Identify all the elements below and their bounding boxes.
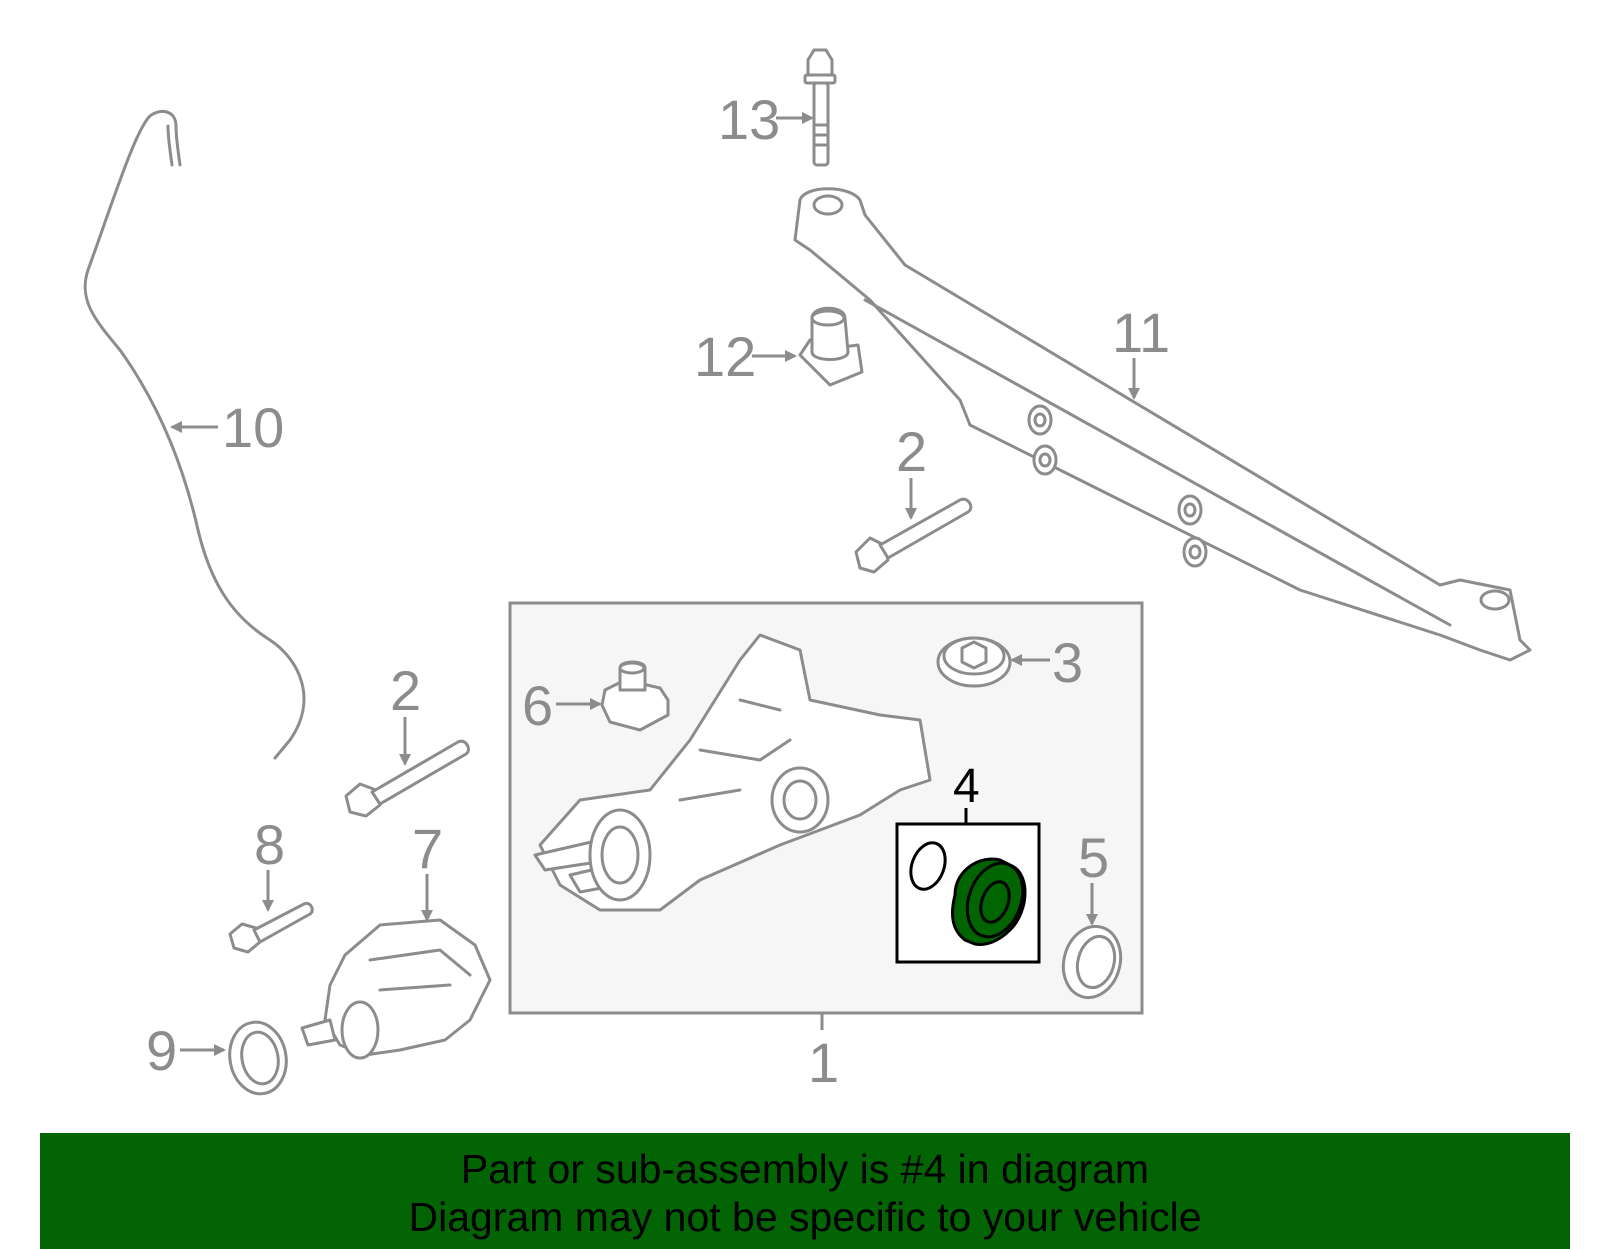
callout-1: 1 bbox=[808, 1031, 839, 1094]
part-3-plug[interactable] bbox=[936, 636, 1012, 688]
banner-line-1: Part or sub-assembly is #4 in diagram bbox=[460, 1146, 1150, 1192]
part-2-bolt-upper[interactable] bbox=[854, 497, 973, 574]
part-4-seal-kit[interactable] bbox=[905, 838, 1033, 946]
callout-2b: 2 bbox=[390, 659, 421, 722]
part-4-o-ring[interactable] bbox=[905, 838, 951, 894]
callout-5: 5 bbox=[1078, 826, 1109, 889]
callout-11: 11 bbox=[1112, 301, 1170, 364]
info-banner: Part or sub-assembly is #4 in diagram Di… bbox=[40, 1133, 1570, 1249]
part-12-bushing[interactable] bbox=[798, 306, 864, 387]
part-7-differential[interactable] bbox=[300, 918, 492, 1060]
callout-2a: 2 bbox=[896, 420, 927, 483]
callout-6: 6 bbox=[522, 674, 553, 737]
part-1-differential-housing[interactable] bbox=[533, 633, 932, 912]
callout-13: 13 bbox=[718, 88, 780, 151]
callout-9: 9 bbox=[146, 1019, 177, 1082]
callout-8: 8 bbox=[254, 813, 285, 876]
callout-4: 4 bbox=[953, 760, 980, 813]
part-5-seal[interactable] bbox=[1056, 920, 1129, 1004]
part-2-bolt-lower[interactable] bbox=[344, 739, 470, 818]
part-8-bolt[interactable] bbox=[228, 901, 314, 954]
callout-10: 10 bbox=[222, 396, 284, 459]
callout-7: 7 bbox=[412, 817, 443, 880]
banner-line-2: Diagram may not be specific to your vehi… bbox=[408, 1194, 1202, 1240]
part-10-hose[interactable] bbox=[83, 109, 306, 760]
part-6-nut[interactable] bbox=[600, 660, 670, 732]
part-11-crossmember[interactable] bbox=[793, 187, 1532, 662]
part-4-seal-bore bbox=[979, 880, 1011, 924]
part-9-seal[interactable] bbox=[224, 1018, 292, 1099]
part-13-bolt[interactable] bbox=[803, 48, 837, 167]
callout-12: 12 bbox=[694, 325, 756, 388]
callout-3: 3 bbox=[1052, 631, 1083, 694]
